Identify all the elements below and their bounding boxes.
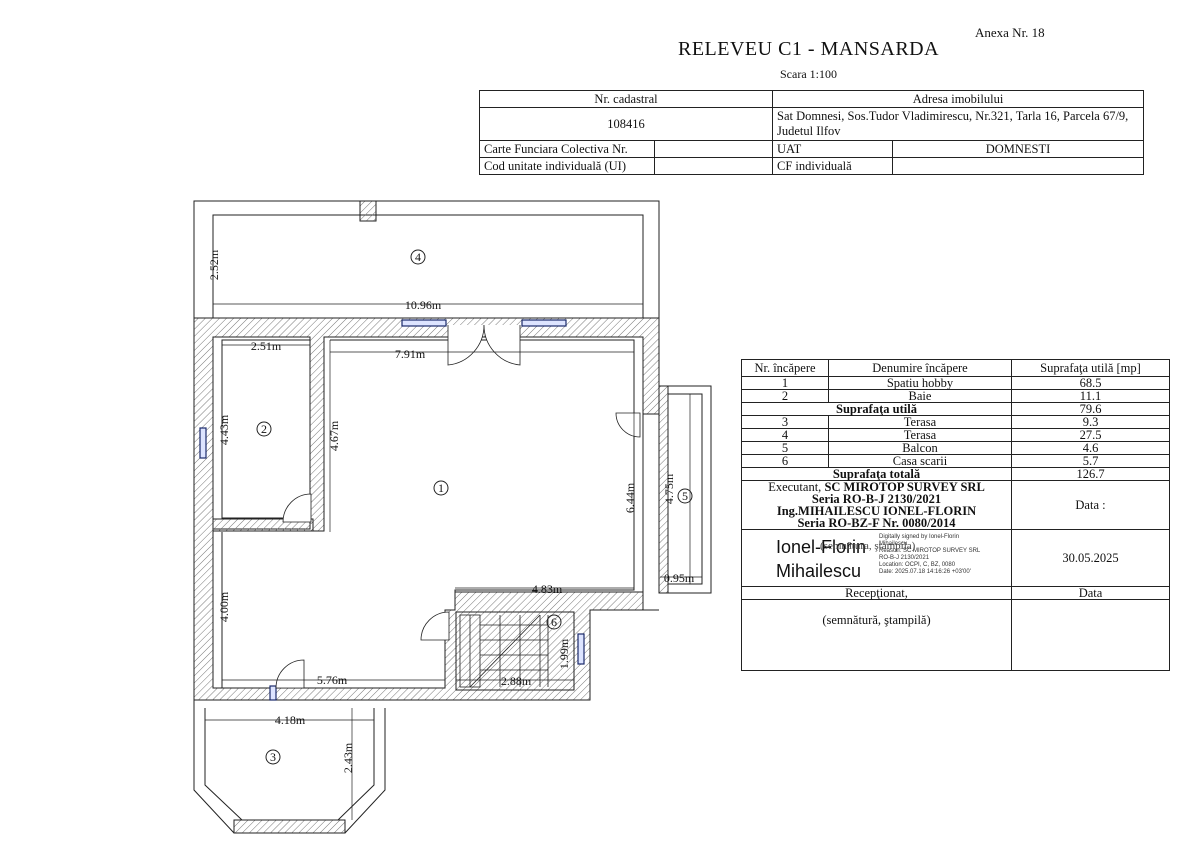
dimension-lines xyxy=(205,215,702,820)
dim-label: 2.43m xyxy=(341,742,355,773)
table-row: 2 Baie 11.1 xyxy=(741,389,1170,403)
room-marker-3: 3 xyxy=(270,750,276,764)
property-info-table: Nr. cadastral Adresa imobilului 108416 S… xyxy=(478,90,1145,175)
digital-sign-line: Date: 2025.07.18 14:16:26 +03'00' xyxy=(879,569,971,575)
staircase xyxy=(459,614,549,688)
digital-sign-line: Reason: SC MIROTOP SURVEY SRL xyxy=(879,548,981,554)
received-date-label: Data xyxy=(1011,586,1170,600)
dim-label: 5.76m xyxy=(317,673,348,687)
address-value: Sat Domnesi, Sos.Tudor Vladimirescu, Nr.… xyxy=(772,107,1145,141)
header-area: Suprafaţa utilă [mp] xyxy=(1011,359,1170,377)
digital-signature-block: Digitally signed by Ionel-Florin Mihaile… xyxy=(879,534,980,576)
signature-last-name: Mihailescu xyxy=(776,561,862,581)
dim-label: 0.95m xyxy=(664,571,695,585)
executor-row: Executant, SC MIROTOP SURVEY SRL Seria R… xyxy=(741,480,1170,530)
dim-label: 10.96m xyxy=(405,298,442,312)
room-name: Spatiu hobby xyxy=(828,376,1012,390)
received-row: Recepţionat, Data xyxy=(741,586,1170,600)
executor-prefix: Executant, xyxy=(768,480,822,494)
executor-cell: Executant, SC MIROTOP SURVEY SRL Seria R… xyxy=(741,480,1012,530)
address-label: Adresa imobilului xyxy=(772,90,1145,108)
doors xyxy=(275,324,641,689)
room-marker-2: 2 xyxy=(261,422,267,436)
rooms-table: Nr. încăpere Denumire încăpere Suprafaţa… xyxy=(741,359,1170,671)
executor-company: SC MIROTOP SURVEY SRL xyxy=(824,480,985,494)
room-marker-1: 1 xyxy=(438,481,444,495)
digital-sign-line: Location: OCPI, C, BZ, 0080 xyxy=(879,562,956,568)
dim-label: 2.51m xyxy=(251,339,282,353)
signature-row: Ionel-Florin Mihailescu (semnătura, ştam… xyxy=(741,529,1170,587)
room-marker-5: 5 xyxy=(682,489,688,503)
walls xyxy=(193,317,660,701)
table-row: 1 Spatiu hobby 68.5 xyxy=(741,376,1170,390)
dim-label: 4.00m xyxy=(217,591,231,622)
dim-label: 4.75m xyxy=(662,473,676,504)
scale-label: Scara 1:100 xyxy=(780,67,837,81)
page-title: RELEVEU C1 - MANSARDA xyxy=(678,38,940,60)
dim-label: 2.88m xyxy=(501,674,532,688)
dim-label: 4.18m xyxy=(275,713,306,727)
date-value: 30.05.2025 xyxy=(1011,529,1170,587)
balcony-5 xyxy=(658,385,712,594)
cadastral-value: 108416 xyxy=(478,107,774,141)
dim-label: 7.91m xyxy=(395,347,426,361)
cf-individual-label: CF individuală xyxy=(772,157,894,175)
annex-number: Anexa Nr. 18 xyxy=(975,25,1045,40)
digital-sign-line: RO-B-J 2130/2021 xyxy=(879,555,930,561)
room-marker-4: 4 xyxy=(415,250,421,264)
header-name: Denumire încăpere xyxy=(828,359,1012,377)
dimension-labels: 2.52m 10.96m 2.51m 7.91m 4.43m 4.67m 6.4… xyxy=(207,249,695,773)
dim-label: 2.52m xyxy=(207,249,221,280)
dim-label: 4.83m xyxy=(532,582,563,596)
received-sign-row: (semnătură, ştampilă) xyxy=(741,599,1170,671)
received-date-value xyxy=(1011,599,1170,671)
ui-value xyxy=(653,157,774,175)
useful-area-value: 79.6 xyxy=(1011,402,1170,416)
cf-individual-value xyxy=(892,157,1145,175)
chimney xyxy=(359,200,377,222)
room-marker-6: 6 xyxy=(551,615,557,629)
signature-first-name: Ionel-Florin xyxy=(776,537,867,557)
dim-label: 4.67m xyxy=(327,420,341,451)
signature-placeholder: (semnătura, ştampila) xyxy=(820,540,916,552)
executor-series: Seria RO-B-J 2130/2021 xyxy=(811,492,942,506)
dim-label: 6.44m xyxy=(623,482,637,513)
engineer-series: Seria RO-BZ-F Nr. 0080/2014 xyxy=(797,516,956,530)
engineer-name: Ing.MIHAILESCU IONEL-FLORIN xyxy=(776,504,977,518)
digital-sign-line: Digitally signed by Ionel-Florin xyxy=(879,534,960,540)
dim-label: 4.43m xyxy=(217,414,231,445)
windows xyxy=(199,319,585,701)
ui-label: Cod unitate individuală (UI) xyxy=(479,157,655,175)
date-label: Data : xyxy=(1011,480,1170,530)
room-markers: 4 2 1 5 6 3 xyxy=(256,249,693,765)
terrace-3-outline xyxy=(193,700,386,834)
signature-cell: Ionel-Florin Mihailescu (semnătura, ştam… xyxy=(741,529,1012,587)
table-row: 3 Terasa 9.3 xyxy=(741,415,1170,429)
digital-sign-line: Mihailescu xyxy=(879,541,908,547)
dim-label: 1.99m xyxy=(557,638,571,669)
